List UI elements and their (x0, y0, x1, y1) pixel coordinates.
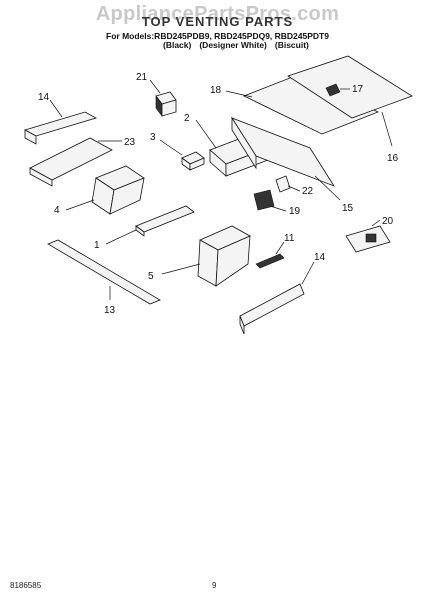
callout-17: 17 (352, 84, 364, 95)
callout-13: 13 (104, 305, 116, 316)
part-16-top-panel: 16 (287, 55, 413, 164)
callout-20: 20 (382, 216, 394, 227)
callout-14-left: 14 (38, 92, 50, 103)
page-number: 9 (212, 581, 217, 590)
part-21-switch: 21 (136, 72, 177, 117)
callout-21: 21 (136, 72, 148, 83)
callout-5: 5 (148, 271, 154, 282)
callout-19: 19 (289, 206, 301, 217)
callout-22: 22 (302, 186, 314, 197)
finish-biscuit: (Biscuit) (274, 40, 309, 50)
part-3-block: 3 (150, 132, 205, 171)
callout-4: 4 (54, 205, 60, 216)
part-14-left-bracket: 14 (23, 92, 98, 145)
finish-designer-white: (Designer White) (199, 40, 267, 50)
callout-18: 18 (210, 85, 222, 96)
part-23-duct-tray: 23 (29, 137, 136, 187)
callout-15: 15 (342, 203, 354, 214)
finishes-line: (Black) (Designer White) (Biscuit) (163, 40, 317, 50)
callout-3: 3 (150, 132, 156, 143)
callout-16: 16 (387, 153, 399, 164)
callout-1: 1 (94, 240, 100, 251)
part-15-vent-frame: 15 (231, 116, 354, 214)
part-19-plate: 19 (253, 189, 301, 217)
callout-2: 2 (184, 113, 190, 124)
part-18-vent-panel: 18 (210, 73, 379, 135)
doc-number: 8186585 (10, 581, 42, 590)
part-4-duct-chute: 4 (54, 165, 145, 216)
page-title: TOP VENTING PARTS (141, 14, 294, 29)
part-17-clip: 17 (325, 83, 364, 97)
part-5-bracket: 5 (148, 225, 251, 287)
callout-23: 23 (124, 137, 136, 148)
part-1-flat-bar: 1 (94, 205, 195, 251)
watermark: AppliancePartsPros.com (95, 3, 340, 25)
part-20-terminal: 20 (345, 216, 394, 253)
callout-14-right: 14 (314, 252, 326, 263)
part-14-right-bracket: 14 (239, 252, 326, 335)
models-line: For Models:RBD245PDB9, RBD245PDQ9, RBD24… (106, 31, 329, 41)
part-22-sensor: 22 (275, 175, 314, 197)
finish-black: (Black) (163, 40, 192, 50)
part-13-long-rail: 13 (47, 239, 161, 316)
callout-11: 11 (284, 233, 295, 244)
part-11-terminal-strip: 11 (255, 233, 295, 269)
